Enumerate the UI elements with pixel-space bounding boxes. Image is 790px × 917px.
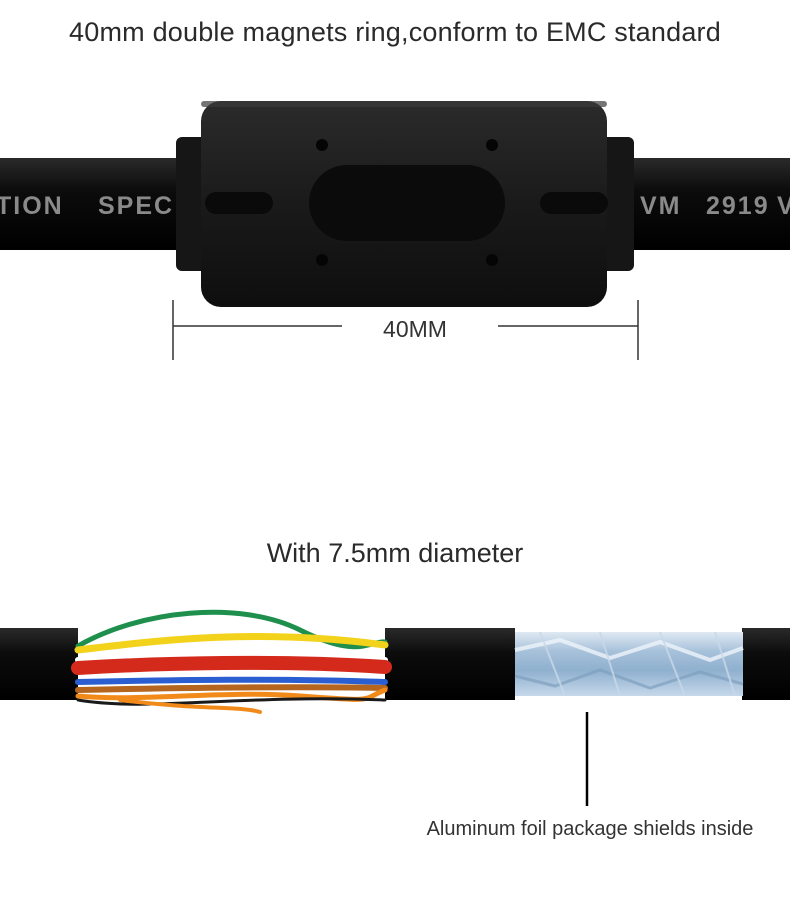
cable-print-4: 2919 [706,192,770,220]
section-title: With 7.5mm diameter [266,538,524,568]
cable-print-5: V [777,192,790,220]
ferrite-core [176,101,634,307]
wire-bundle [71,609,392,714]
dimension-marker [172,300,639,360]
cable-print-3: VM [640,192,682,220]
cable-top: TION SPEC VM 2919 V [0,158,790,250]
cable-cutaway [0,609,790,806]
page-title: 40mm double magnets ring,conform to EMC … [69,17,721,47]
aluminum-foil-shield [514,631,744,697]
cable-print-2: SPEC [98,192,174,220]
foil-label: Aluminum foil package shields inside [426,818,754,840]
cable-print-1: TION [0,192,64,220]
dimension-label: 40MM [383,316,447,342]
